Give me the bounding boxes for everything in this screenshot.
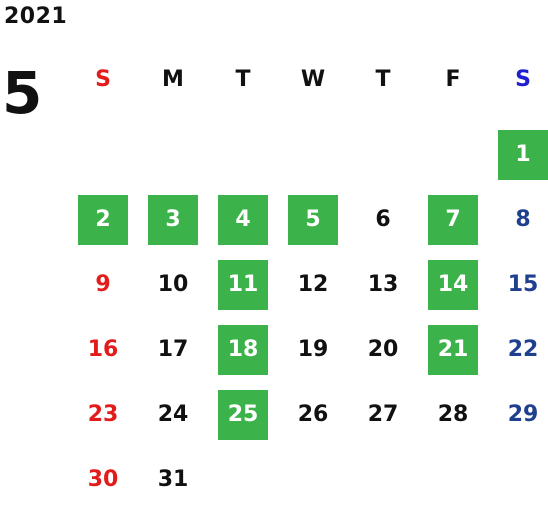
day-number: 16 bbox=[87, 336, 119, 362]
day-number: 20 bbox=[367, 336, 399, 362]
day-cell-21: 21 bbox=[418, 317, 488, 382]
day-number: 31 bbox=[157, 466, 189, 492]
day-cell-19: 19 bbox=[278, 317, 348, 382]
day-number: 29 bbox=[507, 401, 539, 427]
year-label: 2021 bbox=[4, 4, 68, 29]
day-cell-23: 23 bbox=[68, 382, 138, 447]
empty-day-cell bbox=[278, 122, 348, 187]
weekday-6: S bbox=[515, 67, 531, 92]
empty-day-cell bbox=[418, 122, 488, 187]
day-number: 14 bbox=[428, 259, 478, 310]
empty-day-cell bbox=[68, 122, 138, 187]
day-cell-29: 29 bbox=[488, 382, 548, 447]
day-number: 22 bbox=[507, 336, 539, 362]
weekday-1: M bbox=[162, 67, 184, 92]
day-cell-11: 11 bbox=[208, 252, 278, 317]
day-number: 19 bbox=[297, 336, 329, 362]
day-cell-24: 24 bbox=[138, 382, 208, 447]
day-number: 15 bbox=[507, 271, 539, 297]
day-number: 6 bbox=[375, 206, 391, 232]
day-number: 17 bbox=[157, 336, 189, 362]
day-number: 25 bbox=[218, 389, 268, 440]
empty-day-cell bbox=[418, 447, 488, 512]
day-number: 3 bbox=[148, 194, 198, 245]
empty-day-cell bbox=[208, 447, 278, 512]
day-cell-26: 26 bbox=[278, 382, 348, 447]
day-cell-14: 14 bbox=[418, 252, 488, 317]
day-number: 26 bbox=[297, 401, 329, 427]
weekday-5: F bbox=[445, 67, 461, 92]
day-number: 9 bbox=[95, 271, 111, 297]
day-cell-7: 7 bbox=[418, 187, 488, 252]
day-cell-8: 8 bbox=[488, 187, 548, 252]
day-number: 11 bbox=[218, 259, 268, 310]
weekday-2: T bbox=[235, 67, 251, 92]
day-cell-31: 31 bbox=[138, 447, 208, 512]
day-number: 7 bbox=[428, 194, 478, 245]
day-cell-27: 27 bbox=[348, 382, 418, 447]
day-number: 5 bbox=[288, 194, 338, 245]
empty-day-cell bbox=[138, 122, 208, 187]
empty-day-cell bbox=[348, 122, 418, 187]
day-number: 10 bbox=[157, 271, 189, 297]
day-cell-17: 17 bbox=[138, 317, 208, 382]
empty-day-cell bbox=[488, 447, 548, 512]
day-cell-16: 16 bbox=[68, 317, 138, 382]
day-cell-30: 30 bbox=[68, 447, 138, 512]
empty-day-cell bbox=[208, 122, 278, 187]
day-cell-1: 1 bbox=[488, 122, 548, 187]
day-number: 28 bbox=[437, 401, 469, 427]
day-number: 30 bbox=[87, 466, 119, 492]
day-cell-15: 15 bbox=[488, 252, 548, 317]
day-number: 23 bbox=[87, 401, 119, 427]
day-cell-6: 6 bbox=[348, 187, 418, 252]
day-number: 21 bbox=[428, 324, 478, 375]
day-cell-10: 10 bbox=[138, 252, 208, 317]
day-number: 27 bbox=[367, 401, 399, 427]
day-number: 1 bbox=[498, 129, 548, 180]
month-number: 5 bbox=[2, 59, 43, 127]
day-number: 2 bbox=[78, 194, 128, 245]
day-cell-22: 22 bbox=[488, 317, 548, 382]
day-cell-18: 18 bbox=[208, 317, 278, 382]
weekday-0: S bbox=[95, 67, 111, 92]
day-number: 12 bbox=[297, 271, 329, 297]
day-cell-3: 3 bbox=[138, 187, 208, 252]
day-cell-25: 25 bbox=[208, 382, 278, 447]
day-number: 4 bbox=[218, 194, 268, 245]
empty-day-cell bbox=[278, 447, 348, 512]
day-cell-20: 20 bbox=[348, 317, 418, 382]
day-cell-28: 28 bbox=[418, 382, 488, 447]
day-cell-9: 9 bbox=[68, 252, 138, 317]
day-cell-2: 2 bbox=[68, 187, 138, 252]
day-cell-13: 13 bbox=[348, 252, 418, 317]
day-number: 24 bbox=[157, 401, 189, 427]
day-cell-4: 4 bbox=[208, 187, 278, 252]
day-number: 18 bbox=[218, 324, 268, 375]
weekday-3: W bbox=[300, 67, 326, 92]
weekday-4: T bbox=[375, 67, 391, 92]
empty-day-cell bbox=[348, 447, 418, 512]
day-cell-5: 5 bbox=[278, 187, 348, 252]
day-cell-12: 12 bbox=[278, 252, 348, 317]
day-number: 13 bbox=[367, 271, 399, 297]
day-number: 8 bbox=[515, 206, 531, 232]
